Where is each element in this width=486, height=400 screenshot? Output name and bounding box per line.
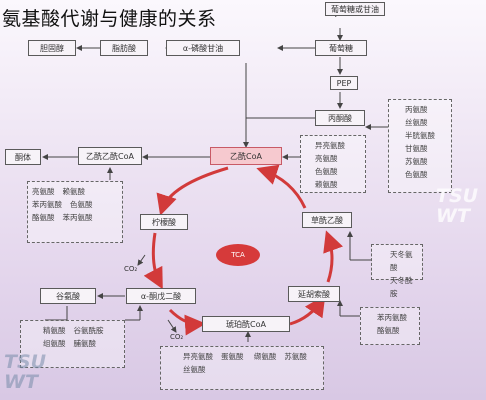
aa-item: 酪氨酸 xyxy=(32,213,55,222)
aa-item: 天冬氨酸 xyxy=(390,250,413,272)
aa-item: 亮氨酸 xyxy=(315,154,338,163)
aa-item: 苏氨酸 xyxy=(284,352,307,361)
node-glucose: 葡萄糖 xyxy=(315,40,367,56)
aa-item: 丝氨酸 xyxy=(405,118,428,127)
node-fumarate: 延胡索酸 xyxy=(288,286,340,302)
aa-item: 蛋氨酸 xyxy=(221,352,244,361)
node-glycerol: α-磷酸甘油 xyxy=(166,40,240,56)
aa-item: 苯丙氨酸 xyxy=(32,200,62,209)
group-akg-aa: 精氨酸谷氨酰胺 组氨酸脯氨酸 xyxy=(20,320,125,368)
aa-item: 脯氨酸 xyxy=(73,339,97,348)
aa-item: 色氨酸 xyxy=(405,170,428,179)
aa-item: 缬氨酸 xyxy=(253,352,277,361)
group-fumarate-aa: 苯丙氨酸 酪氨酸 xyxy=(360,307,420,345)
node-glu: 谷氨酸 xyxy=(40,288,96,304)
group-acetoacetyl-aa: 亮氨酸赖氨酸 苯丙氨酸色氨酸 酪氨酸苯丙氨酸 xyxy=(27,181,123,243)
aa-item: 天冬酰胺 xyxy=(390,276,413,298)
group-succinyl-aa: 异亮氨酸蛋氨酸 缬氨酸苏氨酸 丝氨酸 xyxy=(160,346,324,390)
aa-item: 丝氨酸 xyxy=(183,365,206,374)
node-fatty-acid: 脂肪酸 xyxy=(100,40,148,56)
aa-item: 丙氨酸 xyxy=(405,105,428,114)
aa-item: 异亮氨酸 xyxy=(315,141,345,150)
aa-item: 精氨酸 xyxy=(43,326,66,335)
aa-item: 赖氨酸 xyxy=(62,187,86,196)
aa-item: 酪氨酸 xyxy=(377,326,400,335)
watermark-logo: TSU WT xyxy=(436,185,479,227)
node-citrate: 柠檬酸 xyxy=(140,214,188,230)
node-succinyl-coa: 琥珀酰CoA xyxy=(202,316,290,332)
aa-item: 异亮氨酸 xyxy=(183,352,213,361)
aa-item: 组氨酸 xyxy=(43,339,66,348)
co2-label-1: CO₂ xyxy=(124,265,138,273)
aa-item: 苯丙氨酸 xyxy=(62,213,93,222)
node-akg: α-酮戊二酸 xyxy=(126,288,196,304)
node-pep: PEP xyxy=(330,76,358,90)
co2-label-2: CO₂ xyxy=(170,333,184,341)
node-top-box: 葡萄糖或甘油 xyxy=(325,2,385,16)
aa-item: 谷氨酰胺 xyxy=(73,326,104,335)
aa-item: 赖氨酸 xyxy=(315,180,338,189)
aa-item: 色氨酸 xyxy=(70,200,93,209)
aa-item: 苏氨酸 xyxy=(405,157,428,166)
tca-label: TCA xyxy=(216,244,260,266)
node-fat: 胆固醇 xyxy=(28,40,76,56)
watermark-logo: TSU WT xyxy=(4,351,47,393)
aa-item: 半胱氨酸 xyxy=(405,131,435,140)
node-acetyl-coa: 乙酰CoA xyxy=(210,147,282,165)
aa-item: 甘氨酸 xyxy=(405,144,428,153)
aa-item: 色氨酸 xyxy=(315,167,338,176)
aa-item: 苯丙氨酸 xyxy=(377,313,407,322)
node-oxaloacetate: 草酰乙酸 xyxy=(302,212,352,228)
group-oxaloacetate-aa: 天冬氨酸 天冬酰胺 xyxy=(371,244,423,298)
node-pyruvate: 丙酮酸 xyxy=(315,110,365,126)
node-ketone: 酮体 xyxy=(5,149,41,165)
aa-item: 亮氨酸 xyxy=(32,187,55,196)
group-acetyl-aa: 异亮氨酸 亮氨酸 色氨酸 赖氨酸 xyxy=(300,135,366,193)
page-title: 氨基酸代谢与健康的关系 xyxy=(2,8,217,30)
node-acetoacetyl: 乙酰乙酰CoA xyxy=(78,147,142,165)
group-pyruvate-aa: 丙氨酸 丝氨酸 半胱氨酸 甘氨酸 苏氨酸 色氨酸 xyxy=(388,99,452,193)
